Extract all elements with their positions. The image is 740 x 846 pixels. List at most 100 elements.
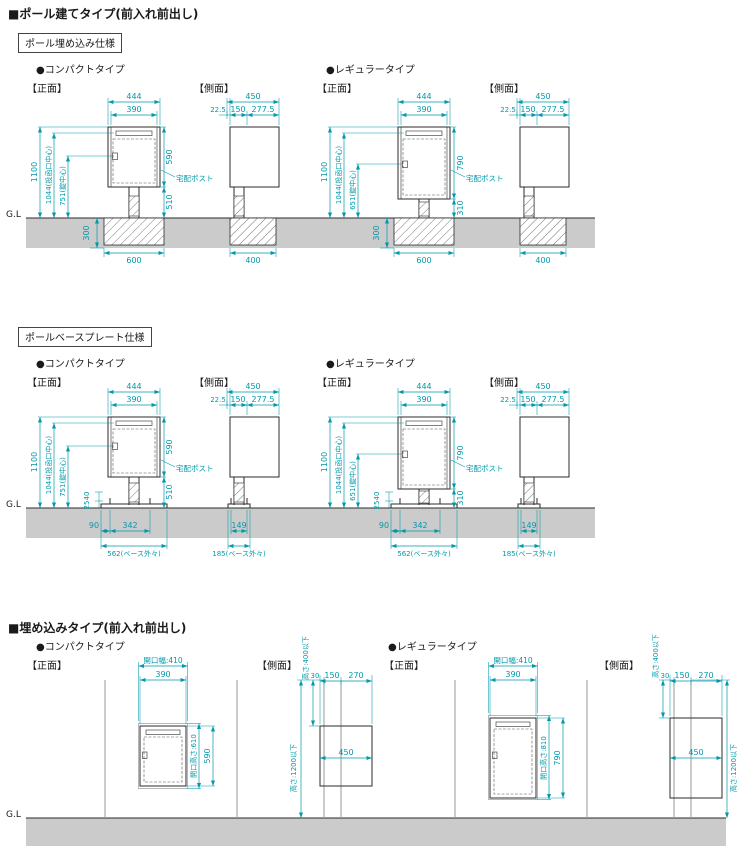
dimension-lines: 450 22.5 150 277.5 400 — [500, 92, 570, 265]
view-label-front: 【正面】 — [384, 661, 424, 672]
spec-label-baseplate: ポールベースプレート仕様 — [18, 327, 152, 347]
section-header-pole: ■ポール建てタイプ(前入れ前出し) — [8, 7, 199, 21]
dim-label: 22.5 — [210, 396, 226, 404]
dim-label: 790 — [456, 155, 465, 170]
base-plate — [390, 503, 458, 509]
dim-label: 1044(投函口中心) — [334, 146, 343, 205]
section-header-embed: ■埋め込みタイプ(前入れ前出し) — [8, 621, 187, 635]
wall-opening — [138, 723, 188, 789]
dimension-lines: 444 390 1100 1044(投函口中心) 651(錠中心) 790 31… — [320, 92, 465, 265]
dim-label: 450 — [688, 748, 703, 757]
dim-label: 342 — [122, 521, 137, 530]
dim-label: 450 — [338, 748, 353, 757]
s1-compact-side: 450 22.5 150 277.5 400 — [210, 92, 280, 265]
dim-label: 390 — [126, 395, 141, 404]
dim-label: 1044(投函口中心) — [334, 436, 343, 495]
dim-label: 150 — [324, 671, 339, 680]
dim-label: 600 — [416, 256, 431, 265]
view-label-side: 【側面】 — [194, 84, 234, 95]
type-label-regular: ●レギュラータイプ — [388, 642, 477, 653]
dim-label: 25 — [83, 501, 91, 510]
dim-label: 150 — [520, 105, 535, 114]
dim-label: 149 — [231, 521, 246, 530]
dim-label: 22.5 — [210, 106, 226, 114]
dim-label: 高さ:400以下 — [301, 636, 310, 680]
dim-label: 510 — [165, 194, 174, 209]
dim-label: 30 — [661, 672, 670, 680]
post-label: 宅配ポスト — [466, 173, 504, 183]
dim-label: 751(錠中心) — [58, 166, 67, 206]
foundation — [519, 217, 567, 246]
view-label-side: 【側面】 — [257, 661, 297, 672]
s3-regular-front: 開口幅:410 390 開口高さ:810 790 — [454, 655, 588, 818]
view-label-side: 【側面】 — [194, 378, 234, 389]
dim-label: 25 — [373, 501, 381, 510]
s1-regular-side: 450 22.5 150 277.5 400 — [500, 92, 570, 265]
base-plate — [517, 503, 541, 509]
dim-label: 444 — [126, 382, 141, 391]
dim-label: 277.5 — [252, 395, 275, 404]
dim-label: 277.5 — [252, 105, 275, 114]
dim-label: 444 — [416, 92, 431, 101]
dimension-lines: 444 390 1100 1044(投函口中心) 751(錠中心) 590 51… — [30, 382, 174, 558]
dim-label: 185(ベース外々) — [212, 549, 266, 558]
dim-label: 90 — [379, 521, 389, 530]
type-label-compact: ●コンパクトタイプ — [36, 359, 125, 370]
view-label-front: 【正面】 — [317, 378, 357, 389]
dim-label: 22.5 — [500, 396, 516, 404]
foundation — [393, 217, 455, 246]
dim-label: 790 — [553, 750, 562, 765]
dim-label: 390 — [155, 670, 170, 679]
dim-label: 390 — [416, 105, 431, 114]
dim-label: 310 — [456, 200, 465, 215]
dim-label: 450 — [245, 382, 260, 391]
dim-label: 651(錠中心) — [348, 170, 357, 210]
dim-label: 270 — [348, 671, 363, 680]
dim-label: 150 — [674, 671, 689, 680]
dim-label: 300 — [82, 225, 91, 240]
section-base-plate: 444 390 1100 1044(投函口中心) 751(錠中心) 590 51… — [26, 382, 595, 558]
dim-label: 40 — [83, 492, 91, 501]
dim-label: 390 — [416, 395, 431, 404]
dim-label: 90 — [89, 521, 99, 530]
dimension-lines: 開口幅:410 390 開口高さ:810 790 — [488, 655, 566, 800]
type-label-compact: ●コンパクトタイプ — [36, 642, 125, 653]
dim-label: 790 — [456, 445, 465, 460]
dim-label: 30 — [311, 672, 320, 680]
gl-label: G.L — [6, 500, 21, 510]
view-label-front: 【正面】 — [27, 84, 67, 95]
dim-label: 149 — [521, 521, 536, 530]
post-label: 宅配ポスト — [176, 173, 214, 183]
s2-regular-front: 444 390 1100 1044(投函口中心) 651(錠中心) 790 31… — [320, 382, 504, 558]
foundation — [103, 217, 165, 246]
dim-label: 450 — [245, 92, 260, 101]
dim-label: 1100 — [320, 162, 329, 182]
dimension-lines: 444 390 1100 1044(投函口中心) 651(錠中心) 790 31… — [320, 382, 465, 558]
type-label-regular: ●レギュラータイプ — [326, 359, 415, 370]
dim-label: 高さ:1200以下 — [289, 744, 298, 792]
foundation — [229, 217, 277, 246]
dim-label: 高さ:1200以下 — [729, 744, 738, 792]
s3-compact-side: 30 150 270 450 高さ:400以下 高さ:1200以下 — [289, 636, 373, 818]
dim-label: 562(ベース外々) — [107, 549, 161, 558]
view-label-front: 【正面】 — [27, 661, 67, 672]
s1-compact-front: 444 390 1100 1044(投函口中心) 751(錠中心) 590 51… — [30, 92, 214, 265]
dimension-lines: 444 390 1100 1044(投函口中心) 751(錠中心) 590 51… — [30, 92, 174, 265]
dim-label: 150 — [230, 105, 245, 114]
view-label-front: 【正面】 — [27, 378, 67, 389]
dim-label: 510 — [165, 484, 174, 499]
dim-label: 開口幅:410 — [493, 655, 533, 665]
dim-label: 390 — [126, 105, 141, 114]
dim-label: 22.5 — [500, 106, 516, 114]
dim-label: 185(ベース外々) — [502, 549, 556, 558]
wall-opening — [488, 715, 538, 800]
view-label-side: 【側面】 — [599, 661, 639, 672]
ground-band — [26, 508, 595, 538]
gl-label: G.L — [6, 210, 21, 220]
dim-label: 開口高さ:810 — [539, 736, 548, 780]
post-label: 宅配ポスト — [176, 463, 214, 473]
spec-label-embedded: ポール埋め込み仕様 — [18, 33, 122, 53]
view-label-side: 【側面】 — [484, 84, 524, 95]
dim-label: 590 — [165, 439, 174, 454]
